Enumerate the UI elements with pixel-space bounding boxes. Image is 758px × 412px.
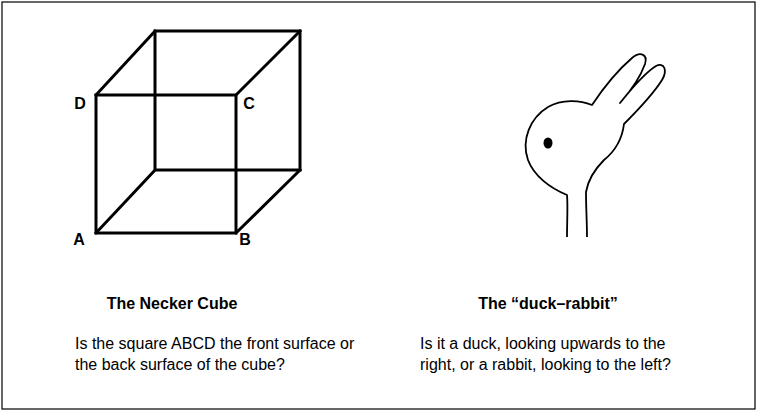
cube-edge [236,31,300,95]
cube-face-abcd [96,95,236,233]
necker-cube [96,31,300,233]
cube-edge [96,170,155,233]
duck-rabbit [526,54,665,237]
eye-dot [544,138,553,149]
figure-question: Is the square ABCD the front surface or … [75,333,365,375]
figure-question: Is it a duck, looking upwards to the rig… [420,333,700,375]
cube-edge [236,170,300,233]
vertex-label: B [239,229,251,250]
duck-rabbit-outline [526,54,665,237]
vertex-label: C [243,93,255,114]
vertex-label: D [74,93,86,114]
vertex-label: A [73,229,85,250]
figure-title: The “duck–rabbit” [478,293,618,314]
cube-edge [96,31,155,95]
figure-title: The Necker Cube [107,293,238,314]
cube-face-other [155,31,300,170]
